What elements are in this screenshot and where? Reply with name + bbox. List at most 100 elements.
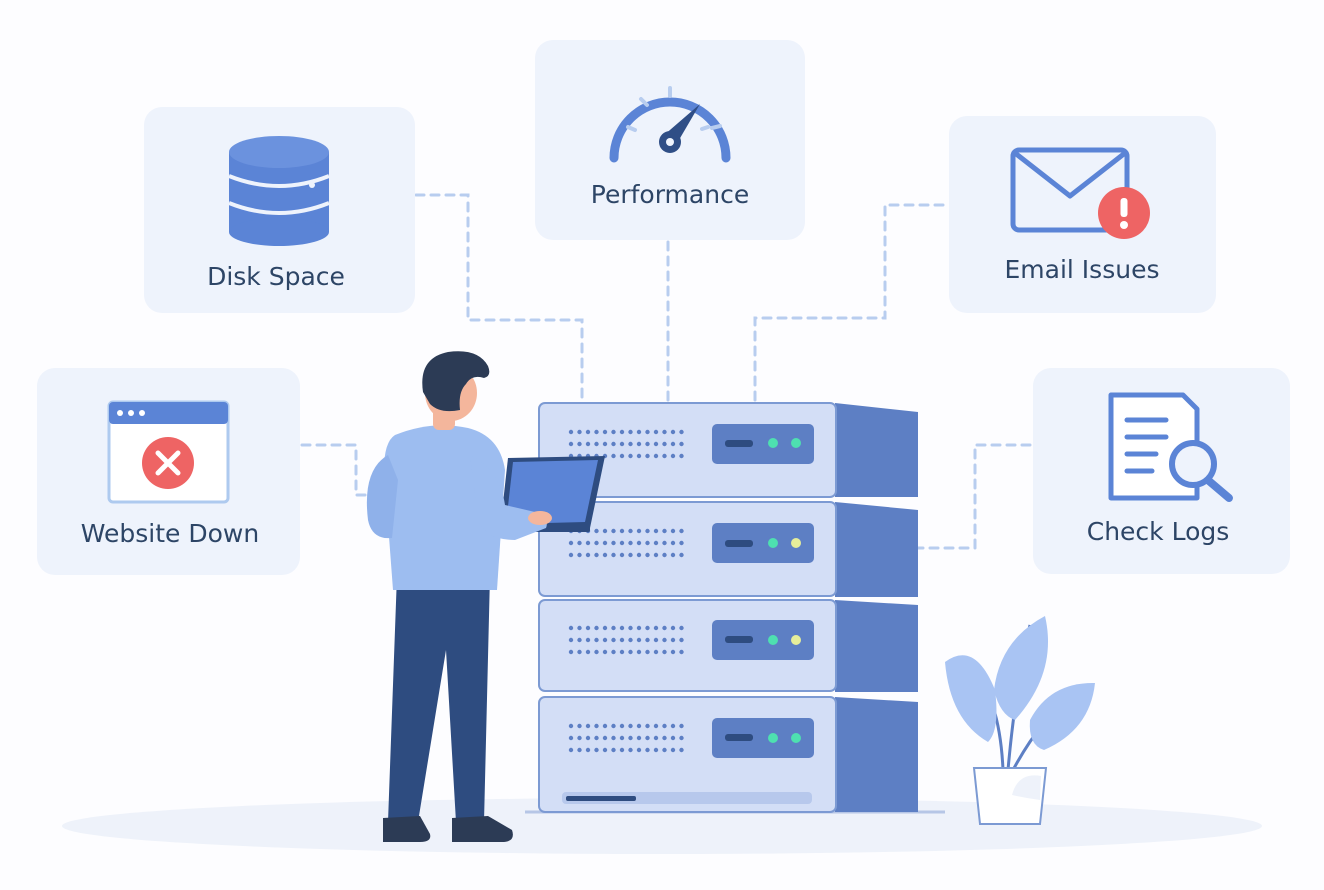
vent-dot [594, 735, 599, 741]
vent-dot [594, 637, 599, 643]
vent-dot [653, 625, 659, 631]
database-icon [228, 136, 330, 246]
vent-dot [636, 747, 642, 753]
vent-dot [585, 441, 591, 447]
card-performance[interactable]: Performance [535, 40, 805, 240]
vent-dot [662, 540, 667, 546]
mail-alert-icon [1010, 147, 1150, 239]
vent-dot [653, 552, 659, 558]
vent-dot [653, 453, 659, 459]
vent-dot [653, 528, 659, 534]
vent-dot [611, 649, 616, 655]
vent-dot [670, 649, 676, 655]
vent-dot [679, 540, 684, 546]
vent-dot [628, 625, 633, 631]
vent-dot [611, 747, 616, 753]
vent-dot [628, 453, 633, 459]
vent-dot [645, 723, 650, 729]
vent-dot [670, 637, 676, 643]
vent-dot [619, 552, 625, 558]
vent-dot [577, 429, 582, 435]
vent-dot [619, 649, 625, 655]
vent-dot [602, 429, 608, 435]
vent-dot [602, 528, 608, 534]
vent-dot [585, 625, 591, 631]
vent-dot [670, 723, 676, 729]
vent-dot [577, 441, 582, 447]
vent-dot [636, 552, 642, 558]
vent-dot [670, 453, 676, 459]
vent-dot [585, 723, 591, 729]
vent-dot [662, 723, 667, 729]
vent-dot [619, 747, 625, 753]
vent-dot [670, 735, 676, 741]
vent-dot [653, 723, 659, 729]
vent-dot [568, 552, 574, 558]
vent-dot [670, 429, 676, 435]
vent-dot [662, 441, 667, 447]
vent-dot [679, 441, 684, 447]
vent-dot [568, 747, 574, 753]
vent-dot [670, 552, 676, 558]
card-check-logs[interactable]: Check Logs [1033, 368, 1290, 574]
vent-dot [670, 441, 676, 447]
card-label-website-down: Website Down [81, 519, 259, 548]
vent-dot [645, 735, 650, 741]
person [366, 351, 605, 842]
vent-dot [636, 735, 642, 741]
vent-dot [645, 649, 650, 655]
vent-dot [636, 649, 642, 655]
vent-dot [670, 540, 676, 546]
vent-dot [594, 552, 599, 558]
vent-dot [577, 552, 582, 558]
vent-dot [662, 735, 667, 741]
vent-dot [653, 540, 659, 546]
vent-dot [619, 540, 625, 546]
card-label-check-logs: Check Logs [1087, 517, 1230, 546]
vent-dot [653, 441, 659, 447]
vent-dot [585, 747, 591, 753]
vent-dot [568, 735, 574, 741]
server-unit [538, 501, 918, 597]
vent-dot [679, 453, 684, 459]
vent-dot [585, 429, 591, 435]
card-email-issues[interactable]: Email Issues [949, 116, 1216, 313]
vent-dot [585, 637, 591, 643]
vent-dot [594, 441, 599, 447]
vent-dot [577, 747, 582, 753]
vent-dot [602, 649, 608, 655]
vent-dot [636, 723, 642, 729]
vent-dot [602, 637, 608, 643]
vent-dot [662, 552, 667, 558]
vent-dot [585, 735, 591, 741]
vent-dot [628, 528, 633, 534]
vent-dot [611, 723, 616, 729]
vent-dot [662, 453, 667, 459]
card-disk-space[interactable]: Disk Space [144, 107, 415, 313]
vent-dot [568, 540, 574, 546]
vent-dot [594, 723, 599, 729]
vent-dot [602, 540, 608, 546]
log-search-icon [1108, 392, 1233, 502]
vent-dot [577, 723, 582, 729]
vent-dot [585, 649, 591, 655]
vent-dot [645, 540, 650, 546]
vent-dot [611, 625, 616, 631]
floor-shadow [62, 798, 1262, 854]
vent-dot [628, 540, 633, 546]
vent-dot [602, 747, 608, 753]
vent-dot [585, 552, 591, 558]
vent-dot [670, 625, 676, 631]
vent-dot [662, 528, 667, 534]
vent-dot [679, 637, 684, 643]
vent-dot [568, 441, 574, 447]
vent-dot [611, 429, 616, 435]
vent-dot [611, 552, 616, 558]
vent-dot [594, 429, 599, 435]
card-website-down[interactable]: Website Down [37, 368, 300, 575]
vent-dot [619, 735, 625, 741]
vent-dot [628, 441, 633, 447]
connectors [300, 193, 1032, 550]
vent-dot [679, 429, 684, 435]
vent-dot [662, 649, 667, 655]
